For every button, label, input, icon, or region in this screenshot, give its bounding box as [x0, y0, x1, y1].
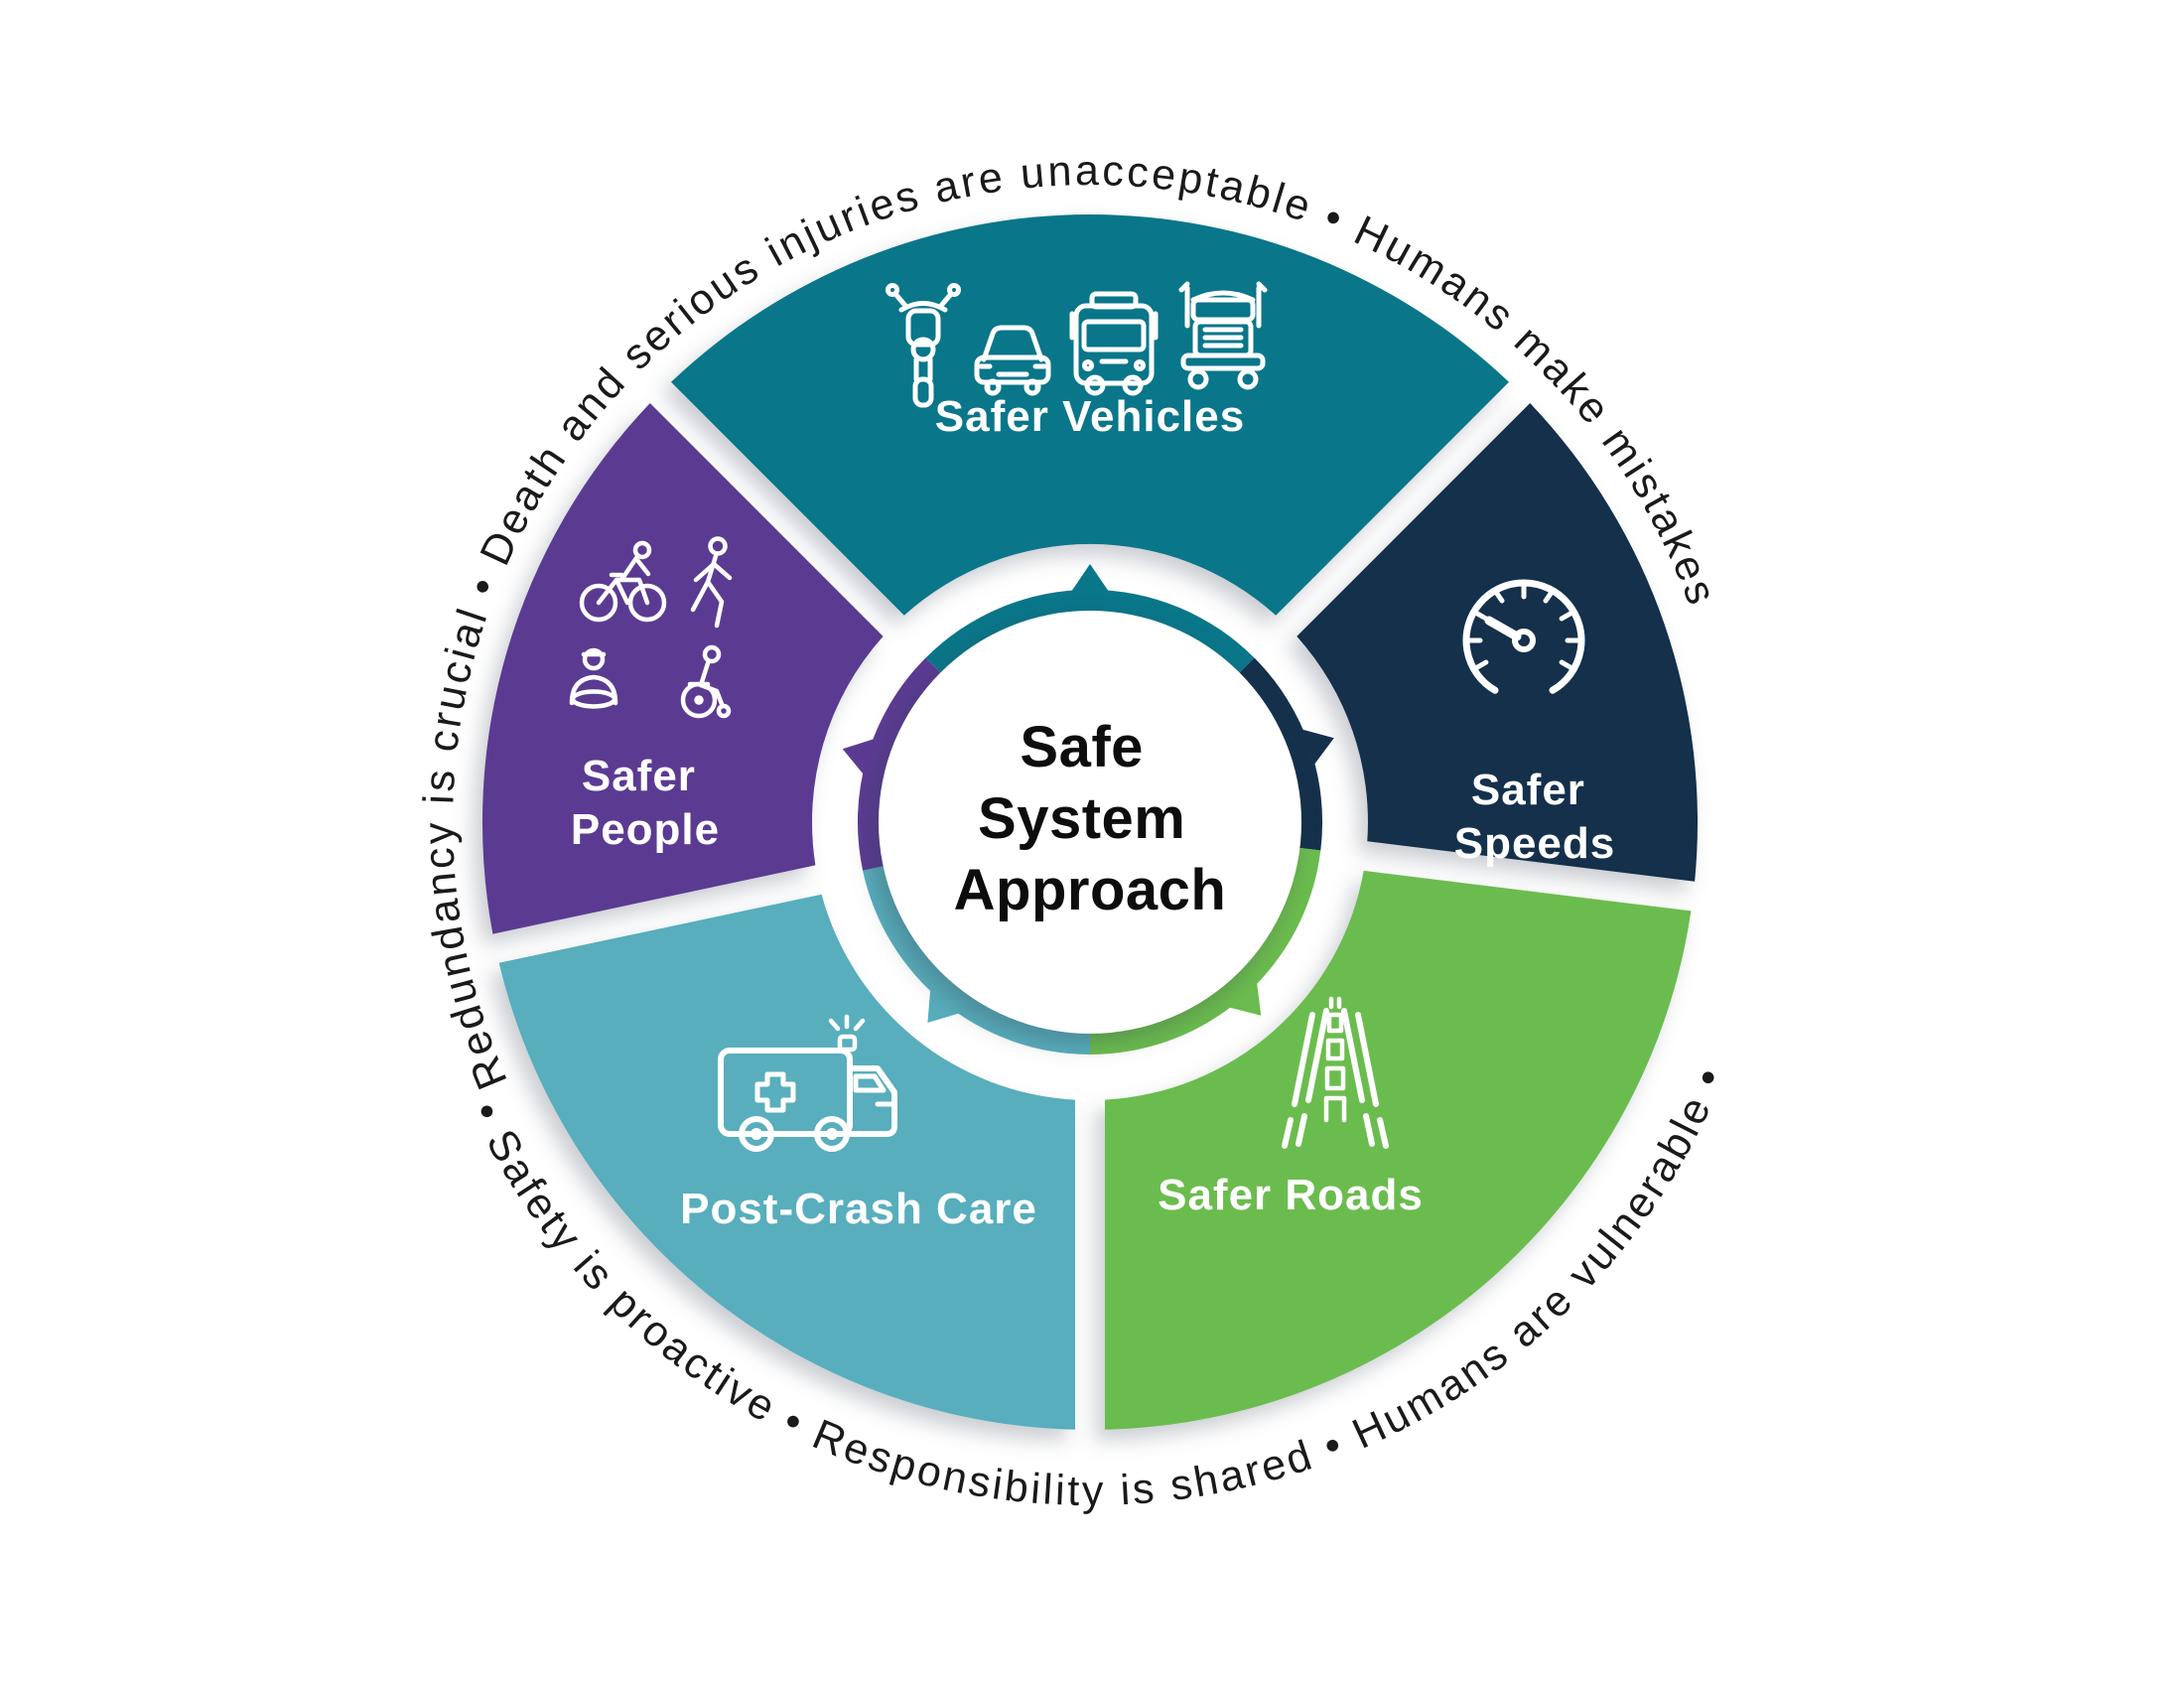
- center-title-line1: Safe: [1020, 715, 1144, 779]
- bicyclist-icon: [579, 540, 667, 623]
- segment-safer-speeds: [1297, 403, 1699, 882]
- label-post-crash-care: Post-Crash Care: [680, 1185, 1037, 1233]
- pedestrian-icon: [690, 536, 733, 629]
- label-safer-people: Safer People: [571, 752, 720, 854]
- car-icon: [974, 325, 1051, 396]
- motorcycle-icon: [886, 283, 961, 408]
- segment-safer-vehicles: [671, 214, 1509, 616]
- ring-arc-roads: [1090, 846, 1321, 1055]
- divided-highway-icon: [1282, 996, 1389, 1149]
- safer-people-icons: [569, 536, 733, 719]
- ring-pointer-speeds: [1283, 724, 1334, 780]
- center-title-line3: Approach: [954, 858, 1227, 922]
- speedometer-icon: [1462, 579, 1585, 694]
- center-circle: [879, 611, 1301, 1034]
- wheelchair-user-icon: [680, 644, 732, 719]
- driver-icon: [569, 647, 618, 709]
- center-title-line2: System: [978, 786, 1185, 851]
- segment-wedges: [481, 214, 1699, 1430]
- segment-safer-people: [481, 403, 884, 934]
- segment-safer-roads: [1105, 870, 1692, 1430]
- truck-icon: [1178, 281, 1268, 390]
- ring-arc-post-crash: [863, 863, 1090, 1055]
- label-safer-speeds: Safer Speeds: [1454, 766, 1616, 868]
- bus-icon: [1069, 291, 1159, 396]
- segment-post-crash-care: [498, 894, 1075, 1430]
- ring-pointer-post-crash: [927, 970, 979, 1023]
- ring-pointer-people: [842, 733, 893, 790]
- inner-ring: [842, 564, 1334, 1055]
- safer-vehicles-icons: [886, 281, 1268, 408]
- ring-pointer-vehicles: [1060, 564, 1120, 609]
- ambulance-icon: [718, 1014, 897, 1152]
- ring-arc-vehicles: [925, 589, 1255, 682]
- center-title: Safe System Approach: [954, 715, 1227, 922]
- ring-pointer-roads: [1209, 962, 1262, 1016]
- label-safer-roads: Safer Roads: [1158, 1171, 1424, 1219]
- label-safer-vehicles: Safer Vehicles: [935, 392, 1245, 441]
